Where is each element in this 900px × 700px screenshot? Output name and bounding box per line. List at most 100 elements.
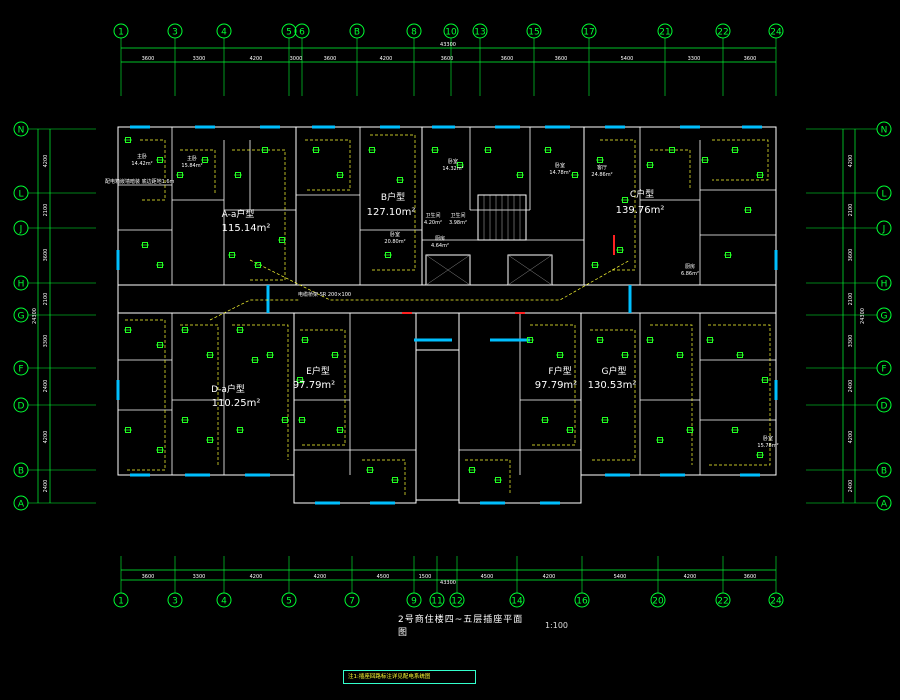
dim-bottom-segment: 4500 [377,574,390,580]
dim-bottom-segment: 5400 [614,574,627,580]
dim-right-total: 24300 [860,308,866,324]
axis-label-left: B [18,467,24,477]
dim-bottom-segment: 4200 [250,574,263,580]
dim-left-segment: 4200 [43,431,49,444]
room-label: 卧室 [763,435,773,442]
room-area: 14.42m² [131,161,152,167]
drawing-note: 注1:插座回路标注详见配电系统图 [343,670,476,684]
circuit-run [650,149,691,190]
axis-label-left: G [18,312,25,322]
dim-left-segment: 2400 [43,480,49,493]
dim-right-segment: 2400 [848,380,854,393]
dim-bottom-segment: 4200 [314,574,327,580]
unit-area: 97.79m² [535,380,577,391]
dim-top-segment: 3300 [688,56,701,62]
axis-label-left: A [18,500,25,510]
dim-bottom-segment: 4500 [481,574,494,580]
dim-bottom-segment: 3600 [142,574,155,580]
axis-label-left: H [18,280,25,290]
wall-unit-e [293,312,417,504]
axis-label-bottom: 5 [286,597,292,607]
room-label: 主卧 [187,155,197,162]
dim-bottom-total: 43300 [440,580,456,586]
stair-core [477,194,527,241]
room-area: 20.80m² [384,239,405,245]
dim-right-segment: 3600 [848,249,854,262]
unit-area: 139.76m² [616,205,665,216]
axis-label-bottom: 1 [118,597,124,607]
circuit-run [465,459,511,495]
axis-label-right: L [881,190,886,200]
title-block: 2号商住楼四~五层插座平面图 1:100 [398,614,568,638]
dim-left-total: 24300 [32,308,38,324]
wall-core-top [421,126,585,286]
unit-name: B户型 [381,191,405,203]
room-area: 3.98m² [449,220,467,226]
dim-right-segment: 4200 [848,431,854,444]
dim-bottom-segment: 3300 [193,574,206,580]
axis-label-right: N [881,126,888,136]
room-area: 4.64m² [431,243,449,249]
dim-left-segment: 3600 [43,249,49,262]
dim-right-segment: 2100 [848,293,854,306]
axis-label-top: 22 [717,28,728,38]
elevator-shaft-2 [507,254,553,286]
elevator-cross [507,254,553,286]
circuit-run [209,299,300,321]
axis-label-top: B [354,28,360,38]
room-label: 卧室 [448,158,458,165]
axis-label-top: 10 [445,28,457,38]
unit-area: 127.10m² [367,207,416,218]
wall-unit-c [583,126,777,286]
room-label: 卧室 [390,231,400,238]
circuit-run [530,324,576,446]
circuit-run [650,324,693,465]
circuit-run [362,459,406,495]
annotation-tray: 电缆桥架 SR 200×100 [298,291,351,298]
dim-bottom-segment: 4200 [684,574,697,580]
circuit-run [712,139,769,181]
unit-name: D-a户型 [211,383,245,395]
elevator-shaft-1 [425,254,471,286]
circuit-run [708,324,771,466]
dim-left-segment: 2400 [43,380,49,393]
axis-label-bottom: 22 [717,597,728,607]
circuit-run [300,329,346,446]
dim-top-segment: 3600 [441,56,454,62]
dim-top-segment: 3600 [501,56,514,62]
axis-label-bottom: 16 [576,597,588,607]
room-area: 14.78m² [549,170,570,176]
axis-label-left: N [18,126,25,136]
room-label: 客厅 [597,164,607,171]
circuit-run [232,149,286,281]
dim-bottom-segment: 3600 [744,574,757,580]
circuit-run [125,319,166,471]
dim-top-segment: 3000 [290,56,303,62]
axis-label-top: 13 [474,28,485,38]
drawing-title: 2号商住楼四~五层插座平面图 [398,615,524,638]
unit-name: E户型 [306,365,330,377]
dim-top-segment: 3600 [142,56,155,62]
axis-label-bottom: 24 [770,597,782,607]
elevator-cross [425,254,471,286]
circuit-run [180,149,216,195]
dim-right-segment: 2100 [848,204,854,217]
room-label: 厨房 [685,263,695,270]
axis-label-top: 5 [286,28,292,38]
circuit-run [590,329,636,461]
dim-left-segment: 2100 [43,293,49,306]
axis-label-left: D [18,402,25,412]
circuit-run [140,139,166,201]
axis-label-top: 4 [221,28,227,38]
axis-label-left: L [18,190,23,200]
dim-right-segment: 3300 [848,335,854,348]
unit-name: C户型 [630,188,654,200]
wall-unit-a [117,126,297,286]
room-label: 厨房 [435,235,445,242]
dim-top-segment: 5400 [621,56,634,62]
unit-name: G户型 [602,365,627,377]
room-area: 15.84m² [181,163,202,169]
dim-top-total: 43300 [440,42,456,48]
